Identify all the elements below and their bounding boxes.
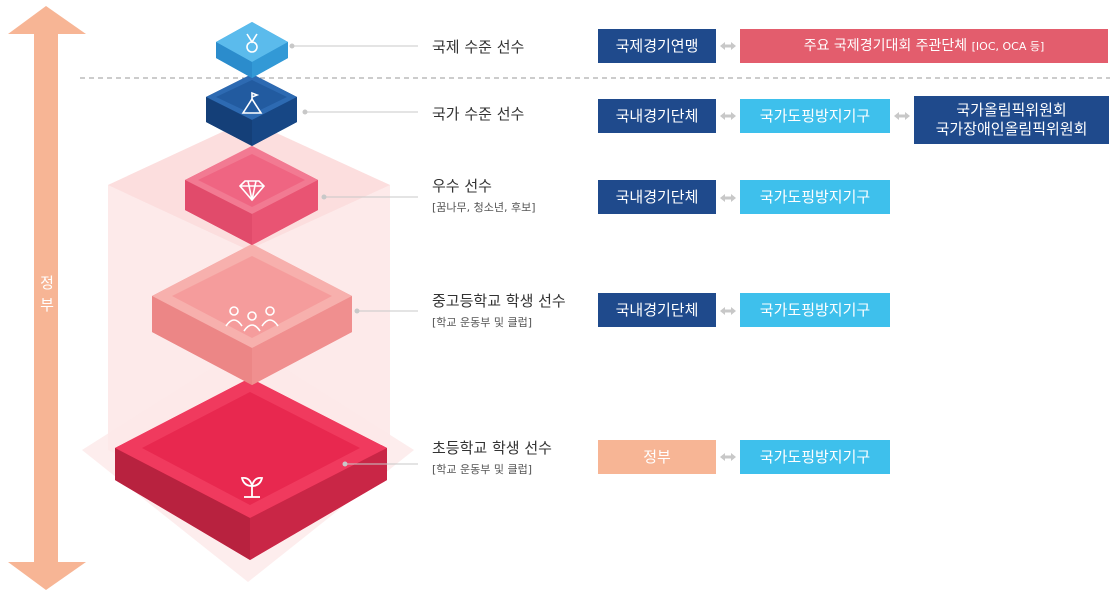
org-box-national-federation: 국내경기단체 bbox=[598, 180, 716, 214]
org-box-label: 국가도핑방지기구 bbox=[759, 106, 871, 125]
level-label-national: 국가 수준 선수 bbox=[432, 103, 524, 124]
double-arrows bbox=[720, 42, 910, 461]
level-subtitle: [꿈나무, 청소년, 후보] bbox=[432, 201, 536, 214]
level-subtitle: [학교 운동부 및 클럽] bbox=[432, 316, 533, 329]
org-box-nado: 국가도핑방지기구 bbox=[740, 440, 890, 474]
level-title: 국제 수준 선수 bbox=[432, 38, 525, 56]
org-box-national-federation: 국내경기단체 bbox=[598, 99, 716, 133]
government-arrow bbox=[8, 6, 86, 590]
government-label-char-2: 부 bbox=[40, 296, 54, 314]
org-box-label-small: [IOC, OCA 등] bbox=[971, 39, 1045, 53]
org-box-label: 국내경기단체 bbox=[615, 300, 699, 319]
level-title: 국가 수준 선수 bbox=[432, 105, 525, 123]
org-box-international-federation: 국제경기연맹 bbox=[598, 29, 716, 63]
level-title: 우수 선수 bbox=[432, 177, 492, 195]
org-box-label: 국가도핑방지기구 bbox=[759, 447, 871, 466]
org-box-government: 정부 bbox=[598, 440, 716, 474]
medal-icon bbox=[246, 33, 258, 53]
level-label-international: 국제 수준 선수 bbox=[432, 36, 524, 57]
org-box-nado: 국가도핑방지기구 bbox=[740, 180, 890, 214]
org-box-label: 국내경기단체 bbox=[615, 106, 699, 125]
org-box-nado: 국가도핑방지기구 bbox=[740, 99, 890, 133]
international-layer bbox=[216, 22, 288, 78]
org-box-label: 국가도핑방지기구 bbox=[759, 187, 871, 206]
level-label-secondary: 중고등학교 학생 선수 [학교 운동부 및 클럽] bbox=[432, 290, 566, 330]
org-box-major-event-organizers: 주요 국제경기대회 주관단체 [IOC, OCA 등] bbox=[740, 29, 1108, 63]
level-label-excellent: 우수 선수 [꿈나무, 청소년, 후보] bbox=[432, 175, 536, 215]
connector-lines bbox=[292, 45, 418, 465]
org-box-national-federation: 국내경기단체 bbox=[598, 293, 716, 327]
org-box-label: 국가올림픽위원회 국가장애인올림픽위원회 bbox=[935, 101, 1088, 138]
level-title: 중고등학교 학생 선수 bbox=[432, 292, 566, 310]
level-label-elementary: 초등학교 학생 선수 [학교 운동부 및 클럽] bbox=[432, 437, 552, 477]
org-box-label: 국제경기연맹 bbox=[615, 36, 699, 55]
level-title: 초등학교 학생 선수 bbox=[432, 439, 552, 457]
org-box-label: 국내경기단체 bbox=[615, 187, 699, 206]
org-box-noc-npc: 국가올림픽위원회 국가장애인올림픽위원회 bbox=[914, 96, 1109, 144]
government-arrow-label: 정 부 bbox=[38, 272, 56, 316]
org-box-nado: 국가도핑방지기구 bbox=[740, 293, 890, 327]
elementary-layer bbox=[115, 378, 387, 560]
org-box-label: 국가도핑방지기구 bbox=[759, 300, 871, 319]
mountain-flag-icon bbox=[241, 91, 263, 114]
diamond-icon bbox=[238, 180, 266, 202]
secondary-layer bbox=[152, 244, 352, 385]
org-box-label: 주요 국제경기대회 주관단체 bbox=[803, 37, 968, 54]
sprout-icon bbox=[240, 477, 264, 498]
people-group-icon bbox=[225, 306, 279, 332]
org-box-label: 정부 bbox=[643, 447, 671, 466]
government-label-char-1: 정 bbox=[40, 274, 54, 292]
connector-dots bbox=[289, 43, 360, 467]
level-subtitle: [학교 운동부 및 클럽] bbox=[432, 463, 533, 476]
